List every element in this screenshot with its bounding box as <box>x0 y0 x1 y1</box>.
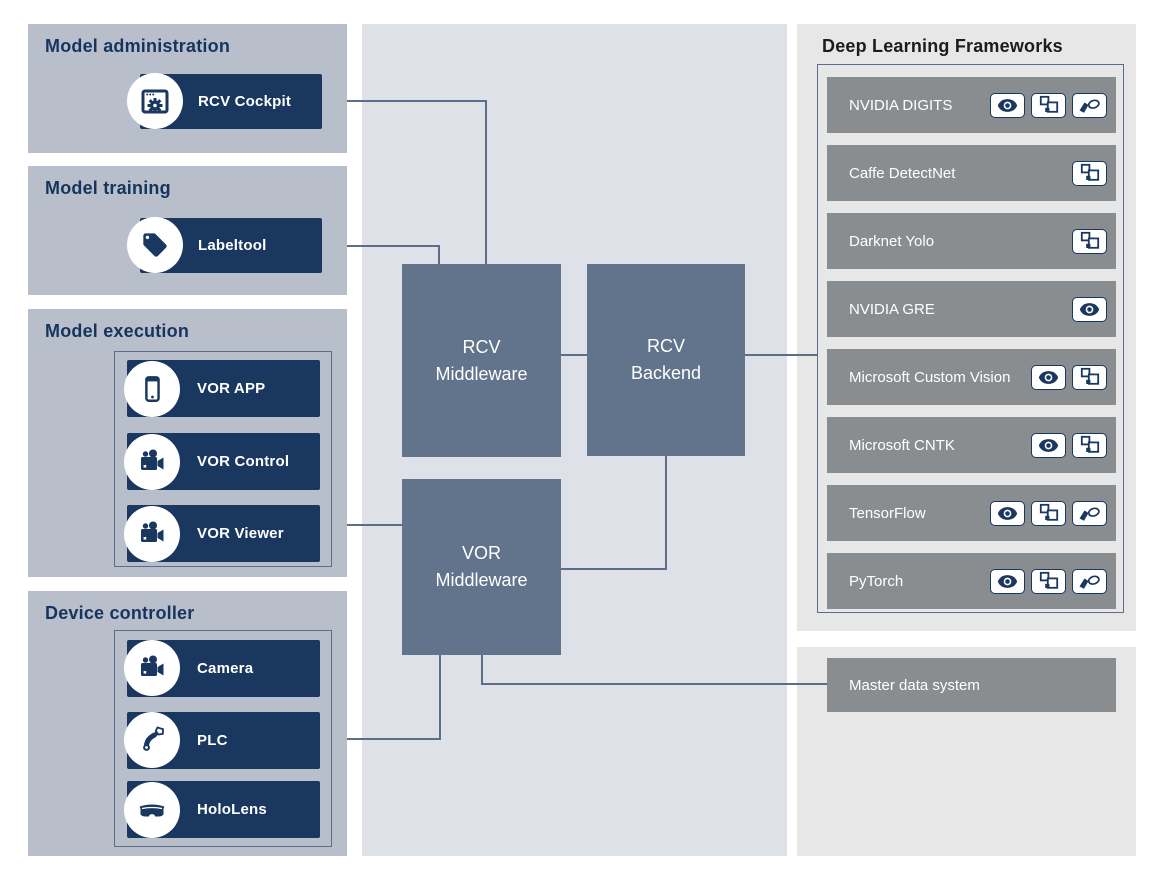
capability-badges <box>1072 296 1107 322</box>
vor-middleware-box: VOR Middleware <box>402 479 561 655</box>
capability-badges <box>990 568 1107 594</box>
robot-arm-icon <box>124 712 180 768</box>
capability-badges <box>1072 228 1107 254</box>
eye-icon <box>1072 296 1107 322</box>
connector-vor-master-v <box>481 655 483 685</box>
framework-name: Darknet Yolo <box>849 232 935 250</box>
section-device-controller: Device controller Camera PLC HoloLens <box>28 591 347 856</box>
framework-row: Darknet Yolo <box>827 213 1116 269</box>
shapes-icon <box>1072 568 1107 594</box>
video-camera-icon <box>124 434 180 490</box>
master-data-system-label: Master data system <box>849 676 980 694</box>
frameworks-container: NVIDIA DIGITS Caffe DetectNet Darknet Yo… <box>817 64 1124 613</box>
node-label: VOR Control <box>197 453 290 470</box>
master-data-panel: Master data system <box>797 647 1136 856</box>
tag-icon <box>127 217 183 273</box>
connector-labeltool-h <box>322 245 440 247</box>
framework-row: TensorFlow <box>827 485 1116 541</box>
video-camera-icon <box>124 640 180 696</box>
eye-icon <box>990 500 1025 526</box>
node-label: VOR Viewer <box>197 525 284 542</box>
section-title: Model training <box>45 178 171 198</box>
boxes-icon <box>1072 432 1107 458</box>
connector-vor-viewer <box>333 524 403 526</box>
eye-icon <box>990 92 1025 118</box>
rcv-middleware-box: RCV Middleware <box>402 264 561 457</box>
boxes-icon <box>1072 160 1107 186</box>
capability-badges <box>990 92 1107 118</box>
section-title: Device controller <box>45 603 195 623</box>
boxes-icon <box>1031 92 1066 118</box>
video-camera-icon <box>124 506 180 562</box>
connector-backend-frameworks <box>745 354 817 356</box>
section-model-training: Model training Labeltool <box>28 166 347 295</box>
smartphone-icon <box>124 361 180 417</box>
framework-name: Microsoft CNTK <box>849 436 955 454</box>
capability-badges <box>1031 432 1107 458</box>
node-label: RCV Cockpit <box>198 93 292 110</box>
framework-name: Microsoft Custom Vision <box>849 368 1011 386</box>
capability-badges <box>1031 364 1107 390</box>
boxes-icon <box>1031 568 1066 594</box>
app-window-gear-icon <box>127 73 183 129</box>
framework-row: PyTorch <box>827 553 1116 609</box>
shapes-icon <box>1072 92 1107 118</box>
framework-row: Caffe DetectNet <box>827 145 1116 201</box>
framework-name: TensorFlow <box>849 504 926 522</box>
section-model-execution: Model execution VOR APP VOR Control VOR … <box>28 309 347 577</box>
framework-row: Microsoft CNTK <box>827 417 1116 473</box>
connector-plc-v <box>439 655 441 740</box>
deep-learning-frameworks-title: Deep Learning Frameworks <box>822 36 1063 56</box>
node-label: VOR APP <box>197 380 266 397</box>
section-title: Model administration <box>45 36 231 56</box>
framework-name: Caffe DetectNet <box>849 164 956 182</box>
framework-row: NVIDIA DIGITS <box>827 77 1116 133</box>
shapes-icon <box>1072 500 1107 526</box>
deep-learning-frameworks-panel: Deep Learning Frameworks NVIDIA DIGITS C… <box>797 24 1136 631</box>
connector-rcv-cockpit-h <box>322 100 487 102</box>
connector-labeltool-v <box>438 245 440 264</box>
framework-row: Microsoft Custom Vision <box>827 349 1116 405</box>
master-data-system-box: Master data system <box>827 658 1116 712</box>
rcv-backend-box: RCV Backend <box>587 264 745 456</box>
eye-icon <box>1031 432 1066 458</box>
node-label: HoloLens <box>197 801 267 818</box>
boxes-icon <box>1031 500 1066 526</box>
framework-name: NVIDIA DIGITS <box>849 96 953 114</box>
eye-icon <box>990 568 1025 594</box>
connector-plc-h <box>333 738 441 740</box>
boxes-icon <box>1072 228 1107 254</box>
framework-name: NVIDIA GRE <box>849 300 935 318</box>
vr-goggles-icon <box>124 782 180 838</box>
connector-rcv-cockpit-v <box>485 100 487 264</box>
model-execution-group-box <box>114 351 332 567</box>
capability-badges <box>990 500 1107 526</box>
device-controller-group-box <box>114 630 332 847</box>
connector-middleware-backend <box>561 354 587 356</box>
framework-row: NVIDIA GRE <box>827 281 1116 337</box>
node-label: Labeltool <box>198 237 267 254</box>
section-title: Model execution <box>45 321 190 341</box>
node-label: Camera <box>197 660 254 677</box>
boxes-icon <box>1072 364 1107 390</box>
section-model-administration: Model administration RCV Cockpit <box>28 24 347 153</box>
eye-icon <box>1031 364 1066 390</box>
framework-name: PyTorch <box>849 572 904 590</box>
capability-badges <box>1072 160 1107 186</box>
connector-vor-master-h <box>481 683 827 685</box>
node-label: PLC <box>197 732 228 749</box>
connector-backend-vor-v <box>665 456 667 570</box>
connector-backend-vor-h <box>561 568 667 570</box>
